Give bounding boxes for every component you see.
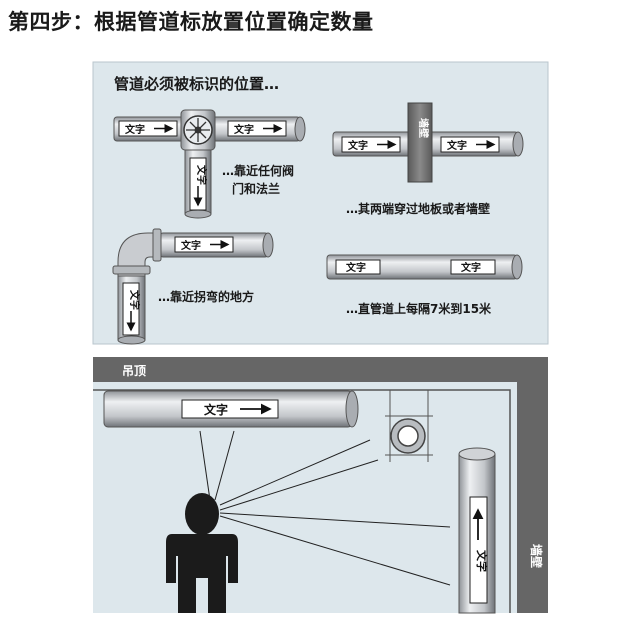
caption-straight: …直管道上每隔7米到15米 [346,301,492,316]
person-icon [166,493,238,613]
top-panel-heading: 管道必须被标识的位置… [114,75,279,93]
pipe-label: 文字 [461,261,481,274]
pipe-label-vertical: 文字 [195,165,208,185]
pipe-label: 文字 [348,139,368,152]
wall-pipe-group: 墙壁 文字 文字 [332,102,524,183]
pipe-cross-section [385,390,433,462]
ceiling [93,357,548,382]
caption-valve-line2: 门和法兰 [232,181,280,196]
straight-pipe-group: 文字 文字 [326,254,523,280]
caption-valve-line1: …靠近任何阀 [222,163,294,178]
ceiling-pipe: 文字 [103,390,359,428]
wall-slab [407,102,433,183]
pipe-label: 文字 [181,239,201,252]
pipe-label-vertical: 文字 [128,290,141,310]
vertical-pipe: 文字 [458,447,496,614]
caption-bend: …靠近拐弯的地方 [158,289,254,304]
valve-pipe-group: 文字 文字 文字 [113,109,306,219]
top-panel [92,61,549,345]
pipe-label: 文字 [204,402,228,417]
pipe-label: 文字 [125,123,145,136]
bend-pipe-group: 文字 文字 [112,228,274,345]
caption-wall: …其两端穿过地板或者墙壁 [346,201,490,216]
wall-label: 墙壁 [417,118,430,138]
sight-lines [199,430,451,586]
right-wall [517,357,548,613]
pipe-label: 文字 [234,123,254,136]
pipe-label: 文字 [447,139,467,152]
ceiling-label: 吊顶 [122,364,146,378]
wall-label-bottom: 墙壁 [529,544,544,568]
pipe-label: 文字 [346,261,366,274]
pipe-label-vertical: 文字 [475,550,489,572]
page-title: 第四步：根据管道标放置位置确定数量 [8,10,374,34]
